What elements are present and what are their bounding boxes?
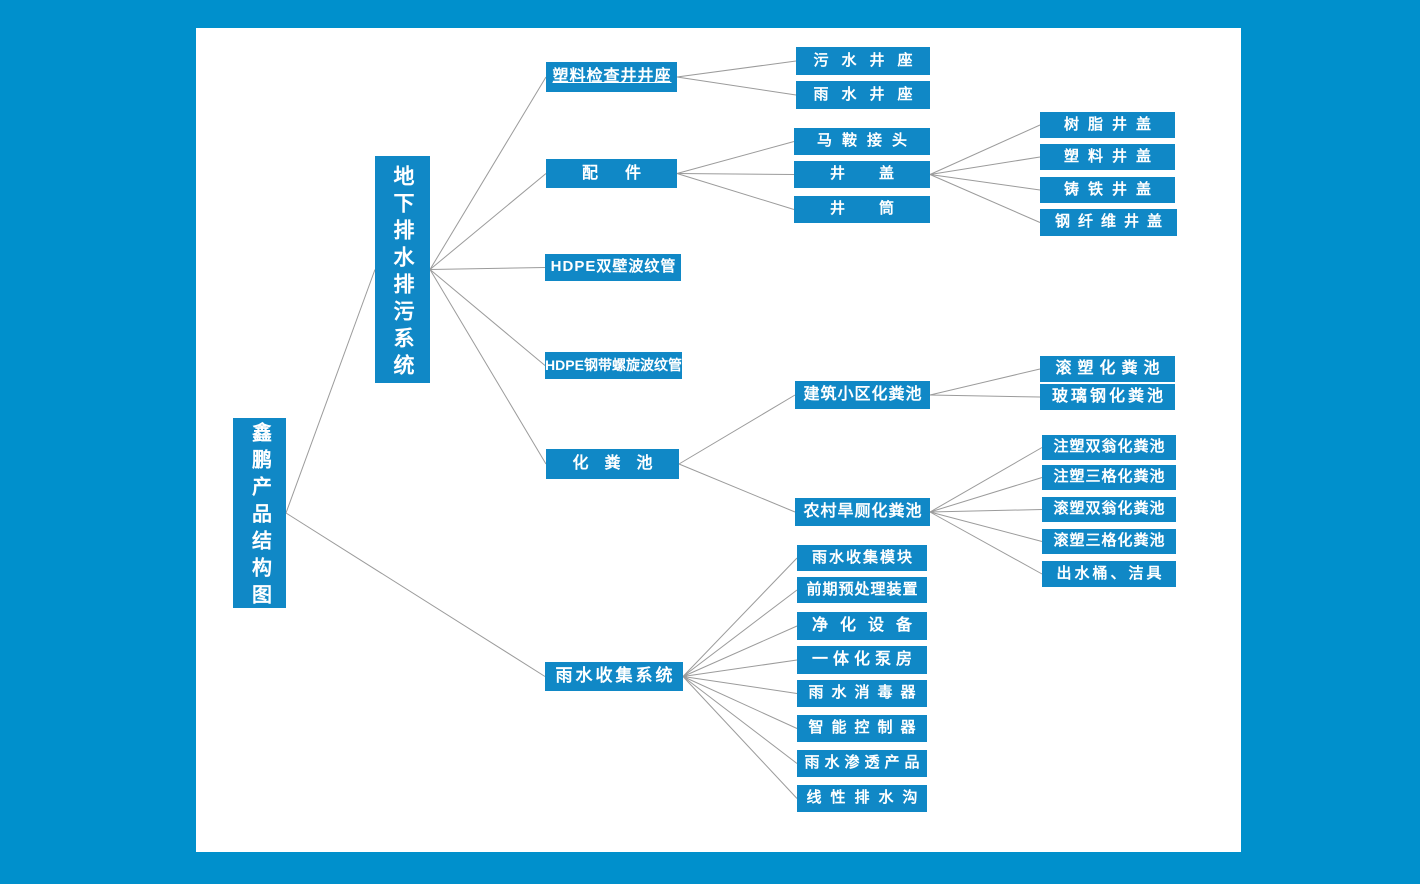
node-smart-controller: 智能控制器 bbox=[797, 715, 927, 742]
node-accessories: 配件 bbox=[546, 159, 677, 188]
node-water-bucket-sanitary: 出水桶、洁具 bbox=[1042, 561, 1176, 587]
node-pretreatment-device: 前期预处理装置 bbox=[797, 577, 927, 603]
node-well-barrel: 井筒 bbox=[794, 196, 930, 223]
node-label: 配件 bbox=[581, 164, 668, 182]
node-saddle-joint: 马鞍接头 bbox=[794, 128, 930, 155]
node-sewage-well-seat: 污水井座 bbox=[796, 47, 930, 75]
node-label: 一体化泵房 bbox=[811, 651, 917, 669]
node-label: 钢纤维井盖 bbox=[1054, 213, 1170, 231]
node-label: 树脂井盖 bbox=[1063, 115, 1160, 133]
node-steel-fiber-cover: 钢纤维井盖 bbox=[1040, 209, 1177, 236]
node-label: 污水井座 bbox=[813, 51, 926, 69]
node-label: 注塑双翁化粪池 bbox=[1053, 438, 1166, 456]
node-label: 前期预处理装置 bbox=[806, 580, 919, 598]
node-rainwater-module: 雨水收集模块 bbox=[797, 545, 927, 571]
node-integrated-pump-house: 一体化泵房 bbox=[797, 646, 927, 674]
node-hdpe-steel-belt-pipe: HDPE钢带螺旋波纹管 bbox=[545, 352, 682, 379]
node-label: 雨水消毒器 bbox=[808, 684, 924, 702]
node-label: 马鞍接头 bbox=[816, 132, 917, 150]
node-label: 鑫鹏产品结构图 bbox=[248, 422, 271, 611]
node-label: 井盖 bbox=[829, 165, 928, 183]
node-manhole-cover: 井盖 bbox=[794, 161, 930, 188]
node-building-community-septic: 建筑小区化粪池 bbox=[795, 381, 930, 409]
node-label: 滚塑三格化粪池 bbox=[1053, 532, 1166, 550]
node-frp-septic: 玻璃钢化粪池 bbox=[1040, 384, 1175, 410]
node-plastic-inspection-well-seat: 塑料检查井井座 bbox=[546, 62, 677, 92]
node-label: 滚塑化粪池 bbox=[1055, 360, 1166, 378]
node-linear-drainage-ditch: 线性排水沟 bbox=[797, 785, 927, 812]
node-label: 地下排水排污系统 bbox=[391, 164, 415, 381]
node-purification-equipment: 净化设备 bbox=[797, 612, 927, 640]
node-label: 出水桶、洁具 bbox=[1056, 564, 1165, 582]
node-label: 农村旱厕化粪池 bbox=[803, 503, 923, 521]
node-rain-well-seat: 雨水井座 bbox=[796, 81, 930, 109]
node-cast-iron-cover: 铸铁井盖 bbox=[1040, 177, 1175, 203]
node-label: 智能控制器 bbox=[808, 719, 924, 737]
node-roto-double-urn-septic: 滚塑双翁化粪池 bbox=[1042, 497, 1176, 522]
node-rainwater-collection-system: 雨水收集系统 bbox=[545, 662, 683, 691]
node-injection-three-grid-septic: 注塑三格化粪池 bbox=[1042, 465, 1176, 490]
node-label: 玻璃钢化粪池 bbox=[1051, 388, 1166, 406]
node-label: 化粪池 bbox=[572, 455, 669, 473]
node-label: 井筒 bbox=[829, 200, 928, 218]
node-rain-sterilizer: 雨水消毒器 bbox=[797, 680, 927, 707]
node-label: 净化设备 bbox=[811, 617, 924, 635]
node-label: 塑料井盖 bbox=[1063, 147, 1160, 165]
node-label: 建筑小区化粪池 bbox=[803, 386, 923, 404]
node-label: 塑料检查井井座 bbox=[552, 68, 672, 86]
node-underground-drainage-system: 地下排水排污系统 bbox=[375, 156, 430, 383]
node-septic-tank: 化粪池 bbox=[546, 449, 679, 479]
node-rain-infiltration-products: 雨水渗透产品 bbox=[797, 750, 927, 777]
node-label: HDPE双壁波纹管 bbox=[550, 258, 677, 276]
node-roto-three-grid-septic: 滚塑三格化粪池 bbox=[1042, 529, 1176, 554]
node-plastic-cover: 塑料井盖 bbox=[1040, 144, 1175, 170]
node-injection-double-urn-septic: 注塑双翁化粪池 bbox=[1042, 435, 1176, 460]
node-hdpe-double-wall-pipe: HDPE双壁波纹管 bbox=[545, 254, 681, 281]
node-roto-septic: 滚塑化粪池 bbox=[1040, 356, 1175, 382]
node-label: 雨水收集系统 bbox=[555, 666, 676, 686]
node-rural-toilet-septic: 农村旱厕化粪池 bbox=[795, 498, 930, 526]
node-label: 雨水收集模块 bbox=[811, 548, 914, 566]
node-label: 滚塑双翁化粪池 bbox=[1053, 500, 1166, 518]
node-label: 铸铁井盖 bbox=[1063, 180, 1160, 198]
node-label: HDPE钢带螺旋波纹管 bbox=[545, 356, 682, 373]
node-label: 雨水渗透产品 bbox=[804, 754, 925, 772]
node-label: 注塑三格化粪池 bbox=[1053, 468, 1166, 486]
node-label: 线性排水沟 bbox=[806, 789, 927, 807]
node-resin-cover: 树脂井盖 bbox=[1040, 112, 1175, 138]
node-root: 鑫鹏产品结构图 bbox=[233, 418, 286, 611]
node-label: 雨水井座 bbox=[813, 85, 926, 103]
